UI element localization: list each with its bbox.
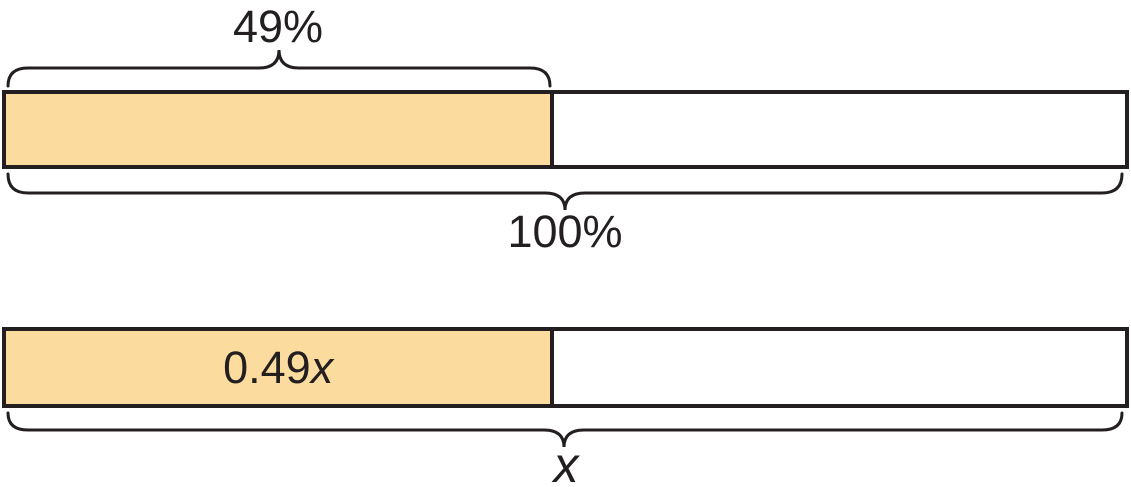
shaded-percent-label: 49%	[232, 1, 324, 52]
percent-bar-shaded-segment	[6, 94, 555, 165]
amount-bar-unshaded-segment	[554, 331, 1125, 404]
brace-100-percent	[6, 172, 1124, 211]
percent-bar-unshaded-segment	[554, 94, 1125, 165]
total-amount-label: x	[553, 437, 579, 487]
shaded-amount-label: 0.49x	[223, 345, 333, 390]
shaded-amount-coefficient: 0.49	[223, 342, 311, 393]
total-percent-label: 100%	[507, 206, 623, 257]
brace-49-percent	[6, 49, 552, 88]
percent-bar	[2, 90, 1129, 169]
shaded-amount-variable: x	[310, 342, 334, 393]
amount-bar-shaded-segment: 0.49x	[6, 331, 555, 404]
amount-bar: 0.49x	[2, 327, 1129, 408]
